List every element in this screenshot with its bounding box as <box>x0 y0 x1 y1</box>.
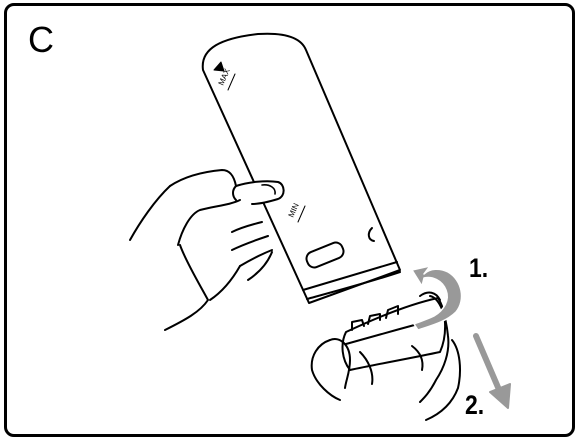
step-2-label: 2. <box>465 392 484 419</box>
left-hand <box>130 170 284 330</box>
device-tube: MAX MIN <box>203 34 400 303</box>
step-1-label: 1. <box>469 255 488 282</box>
device-cap <box>343 293 446 370</box>
